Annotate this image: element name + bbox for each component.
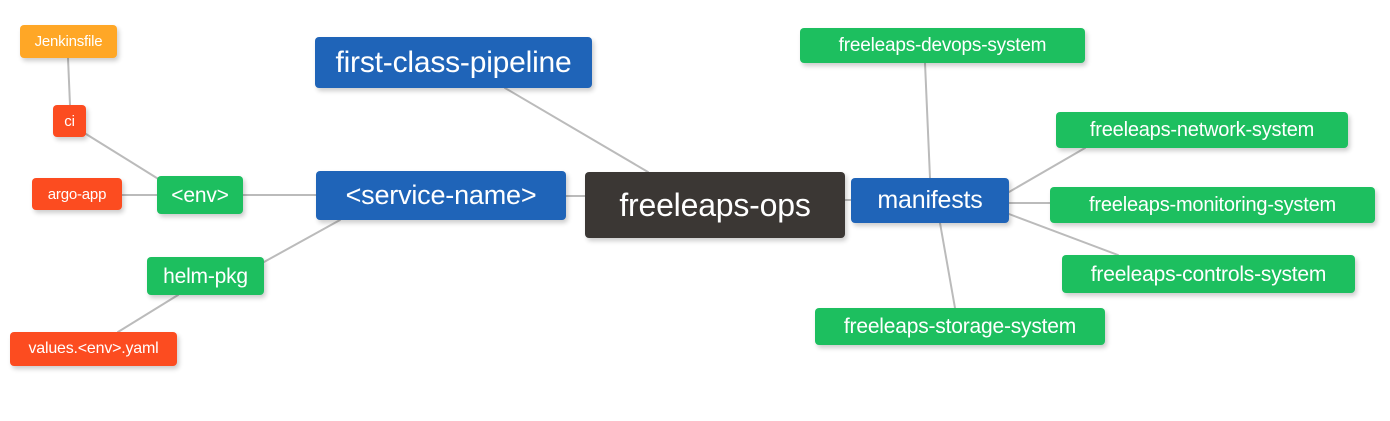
node-label-ci: ci — [64, 112, 75, 130]
edge-ci-to-env — [85, 133, 161, 181]
node-manifests[interactable]: manifests — [851, 178, 1009, 223]
node-freeleaps-network-system[interactable]: freeleaps-network-system — [1056, 112, 1348, 148]
edge-first-class-pipeline-to-freeleaps-ops — [504, 87, 649, 173]
node-freeleaps-storage-system[interactable]: freeleaps-storage-system — [815, 308, 1105, 345]
edge-manifests-to-freeleaps-devops-system — [924, 62, 931, 179]
node-label-freeleaps-devops-system: freeleaps-devops-system — [838, 35, 1047, 56]
node-label-freeleaps-storage-system: freeleaps-storage-system — [843, 315, 1077, 338]
node-label-first-class-pipeline: first-class-pipeline — [335, 45, 572, 79]
node-label-helm-pkg: helm-pkg — [163, 264, 248, 288]
node-label-freeleaps-ops: freeleaps-ops — [619, 187, 811, 223]
node-label-argo-app: argo-app — [47, 185, 107, 203]
node-first-class-pipeline[interactable]: first-class-pipeline — [315, 37, 592, 88]
node-helm-pkg[interactable]: helm-pkg — [147, 257, 264, 295]
edge-manifests-to-freeleaps-network-system — [1008, 147, 1086, 193]
edge-helm-pkg-to-service-name — [263, 219, 341, 263]
edge-jenkinsfile-to-ci — [67, 57, 71, 106]
node-label-service-name: <service-name> — [345, 180, 537, 210]
node-label-manifests: manifests — [877, 186, 983, 214]
node-env[interactable]: <env> — [157, 176, 243, 214]
node-label-env: <env> — [171, 183, 229, 207]
node-jenkinsfile[interactable]: Jenkinsfile — [20, 25, 117, 58]
node-ci[interactable]: ci — [53, 105, 86, 137]
edge-values-yaml-to-helm-pkg — [117, 294, 179, 333]
node-label-freeleaps-controls-system: freeleaps-controls-system — [1090, 262, 1327, 286]
edge-manifests-to-freeleaps-storage-system — [939, 222, 956, 309]
node-argo-app[interactable]: argo-app — [32, 178, 122, 210]
node-label-values-yaml: values.<env>.yaml — [28, 340, 159, 357]
node-freeleaps-controls-system[interactable]: freeleaps-controls-system — [1062, 255, 1355, 293]
node-label-jenkinsfile: Jenkinsfile — [34, 33, 103, 50]
node-freeleaps-monitoring-system[interactable]: freeleaps-monitoring-system — [1050, 187, 1375, 223]
node-freeleaps-ops[interactable]: freeleaps-ops — [585, 172, 845, 238]
node-label-freeleaps-network-system: freeleaps-network-system — [1089, 119, 1315, 141]
node-label-freeleaps-monitoring-system: freeleaps-monitoring-system — [1089, 194, 1336, 216]
node-service-name[interactable]: <service-name> — [316, 171, 566, 220]
node-values-yaml[interactable]: values.<env>.yaml — [10, 332, 177, 366]
node-freeleaps-devops-system[interactable]: freeleaps-devops-system — [800, 28, 1085, 63]
